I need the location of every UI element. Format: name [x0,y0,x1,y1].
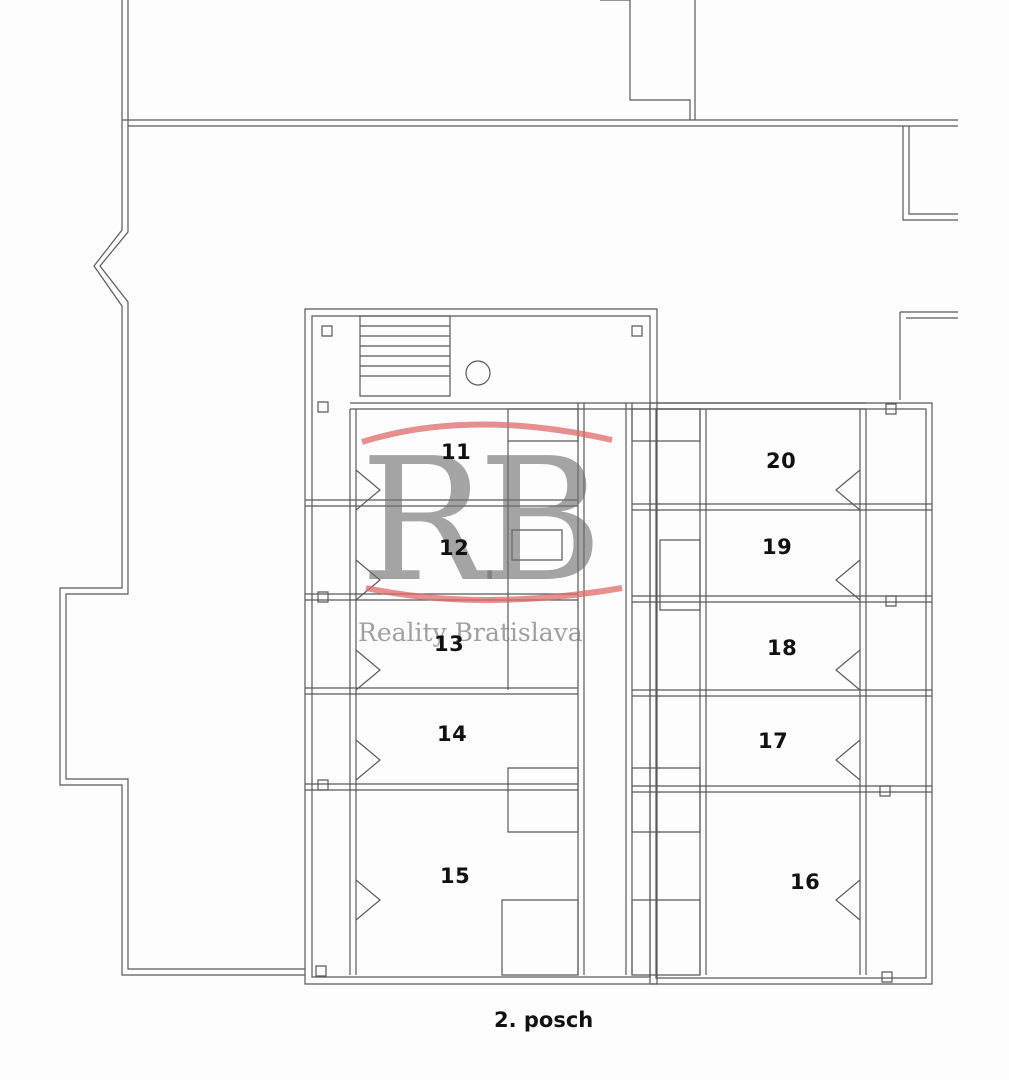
room-label-12: 12 [439,536,470,560]
room-label-11: 11 [441,440,472,464]
room-label-20: 20 [766,449,797,473]
room-label-14: 14 [437,722,468,746]
watermark-swoosh-top [362,424,612,442]
room-label-17: 17 [758,729,789,753]
room-label-18: 18 [767,636,798,660]
room-label-19: 19 [762,535,793,559]
elevator-symbol [465,360,491,386]
room-label-15: 15 [440,864,471,888]
watermark-logo: RB [360,422,603,620]
watermark-swoosh-bottom [366,588,622,600]
room-label-13: 13 [434,632,465,656]
floor-label: 2. posch [494,1008,594,1032]
watermark-text: Reality Bratislava [358,618,583,647]
outer-building-outline [60,0,305,975]
building-block [305,309,657,984]
right-wing [650,403,932,984]
room-label-16: 16 [790,870,821,894]
